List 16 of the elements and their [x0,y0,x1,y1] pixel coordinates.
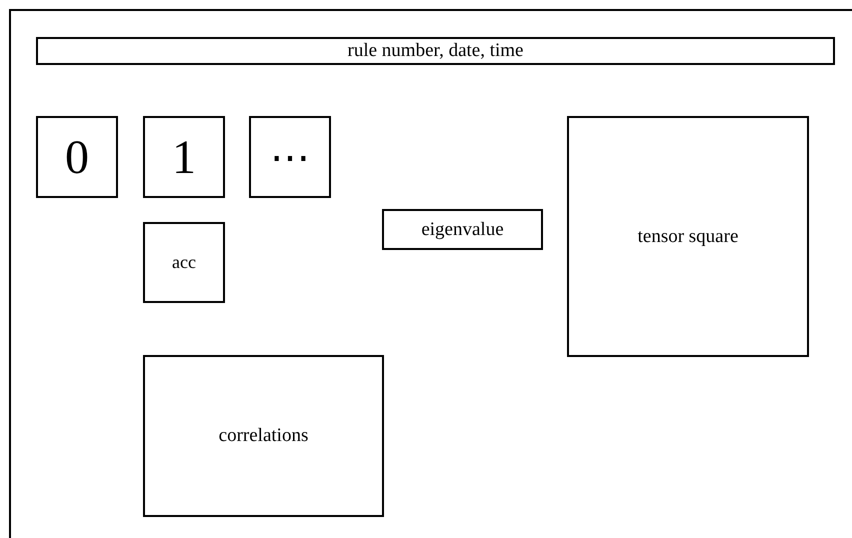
box-label: ⋯ [270,134,310,180]
slot-box [249,116,331,198]
panel-box [382,209,543,250]
panel-box [143,222,225,303]
box-label: acc [172,252,196,273]
box-label: 0 [65,130,89,184]
box-label: tensor square [638,226,738,248]
panel-box [567,116,809,357]
panel-box [143,355,384,517]
title-bar [36,37,835,65]
box-label: correlations [218,425,308,447]
slot-box [36,116,118,198]
box-label: rule number, date, time [348,40,524,62]
box-label: 1 [172,130,196,184]
slot-box [143,116,225,198]
box-label: eigenvalue [421,218,504,240]
